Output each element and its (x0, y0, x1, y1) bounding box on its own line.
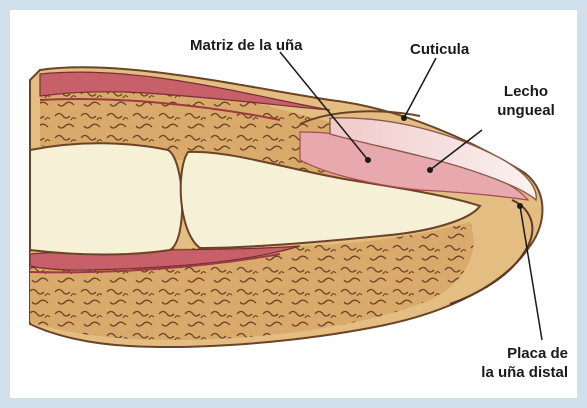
label-plate-line1: Placa de (440, 344, 568, 363)
marker-plate (517, 203, 523, 209)
marker-bed (427, 167, 433, 173)
marker-cuticle (401, 115, 407, 121)
label-cuticle: Cuticula (410, 40, 469, 59)
label-plate-line2: la uña distal (440, 363, 568, 382)
label-matrix: Matriz de la uña (190, 36, 303, 55)
label-bed: Lecho ungueal (496, 82, 556, 120)
middle-phalanx (30, 143, 182, 254)
label-plate: Placa de la uña distal (440, 344, 568, 382)
label-bed-line1: Lecho (496, 82, 556, 101)
label-bed-line2: ungueal (496, 101, 556, 120)
marker-matrix (365, 157, 371, 163)
leader-cuticle (404, 58, 436, 118)
